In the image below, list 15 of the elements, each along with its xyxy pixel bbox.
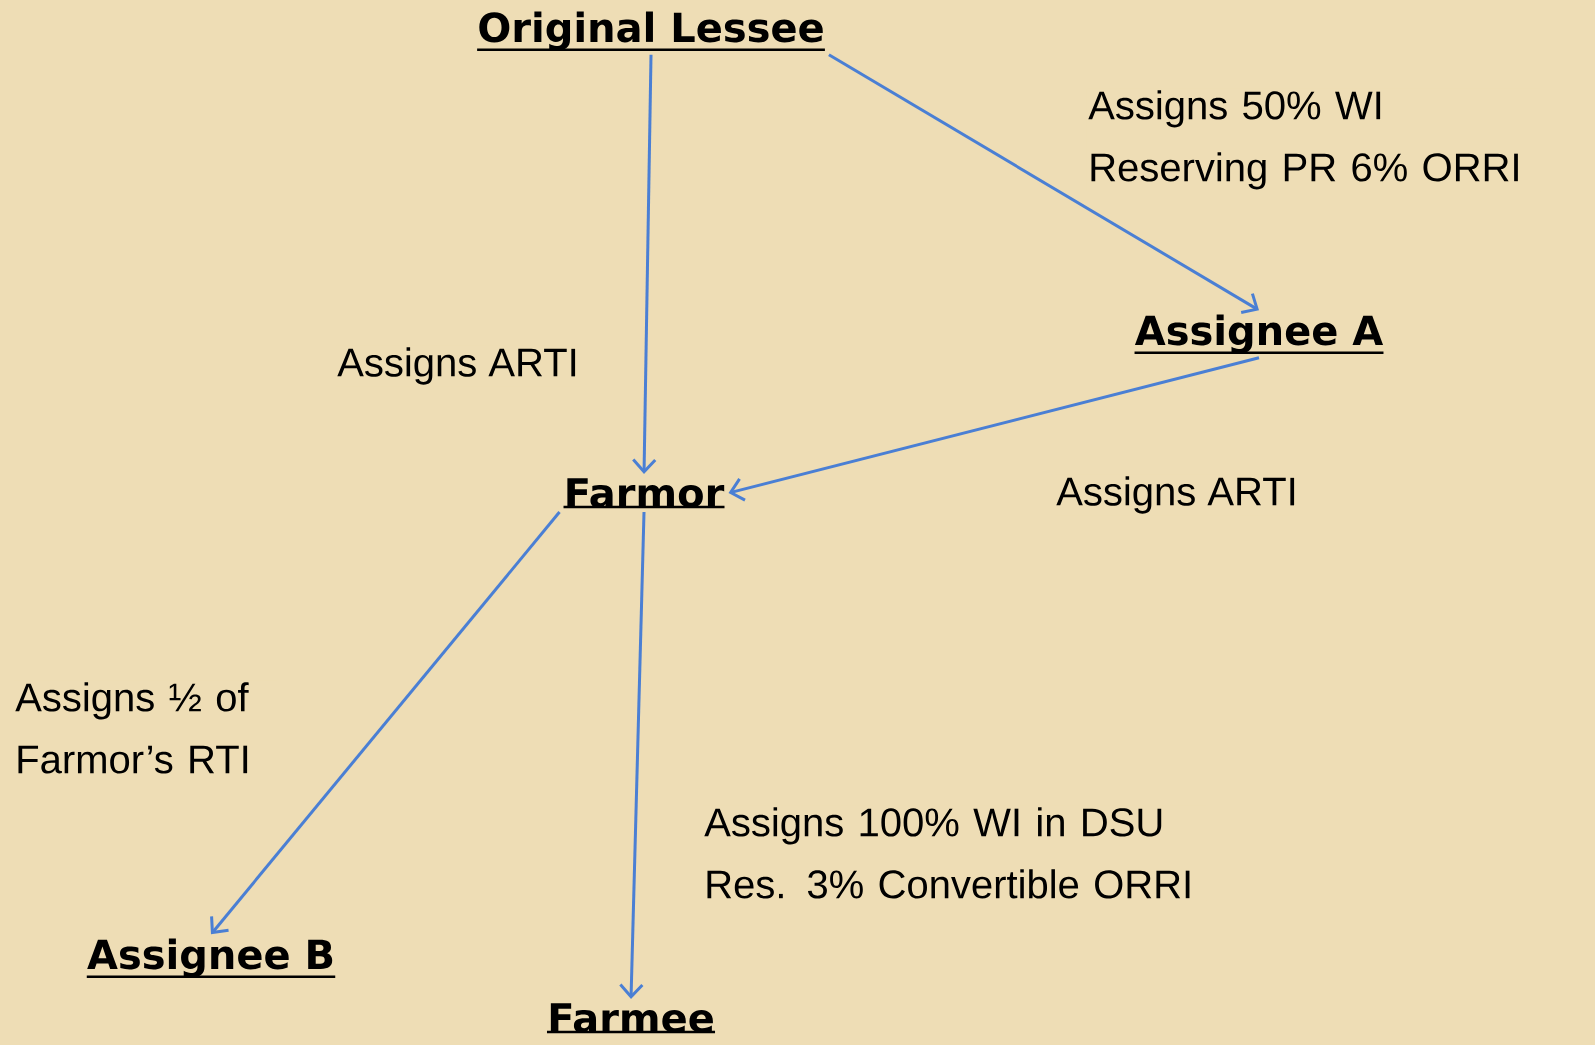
party-name: Assignee B xyxy=(86,938,336,978)
edge-label: Assigns ARTI xyxy=(1054,474,1300,516)
arrow xyxy=(728,356,1260,502)
edge-label: Assigns ARTI xyxy=(335,345,581,387)
arrow xyxy=(619,512,646,999)
edge-label: Assigns 100% WI in DSU Res. 3% Convertible ORRI xyxy=(702,805,1207,901)
edge-label: Assigns 50% WI Reserving PR 6% ORRI xyxy=(1086,88,1541,192)
arrow xyxy=(210,511,561,935)
arrow xyxy=(828,53,1259,314)
party-name: Farmee xyxy=(547,1003,716,1034)
edge-label: Assigns ½ of Farmor’s RTI xyxy=(13,680,278,776)
party-name: Farmor xyxy=(563,478,725,509)
arrow xyxy=(632,54,657,474)
party-name: Original Lessee xyxy=(477,11,825,51)
party-name: Assignee A xyxy=(1134,314,1384,354)
